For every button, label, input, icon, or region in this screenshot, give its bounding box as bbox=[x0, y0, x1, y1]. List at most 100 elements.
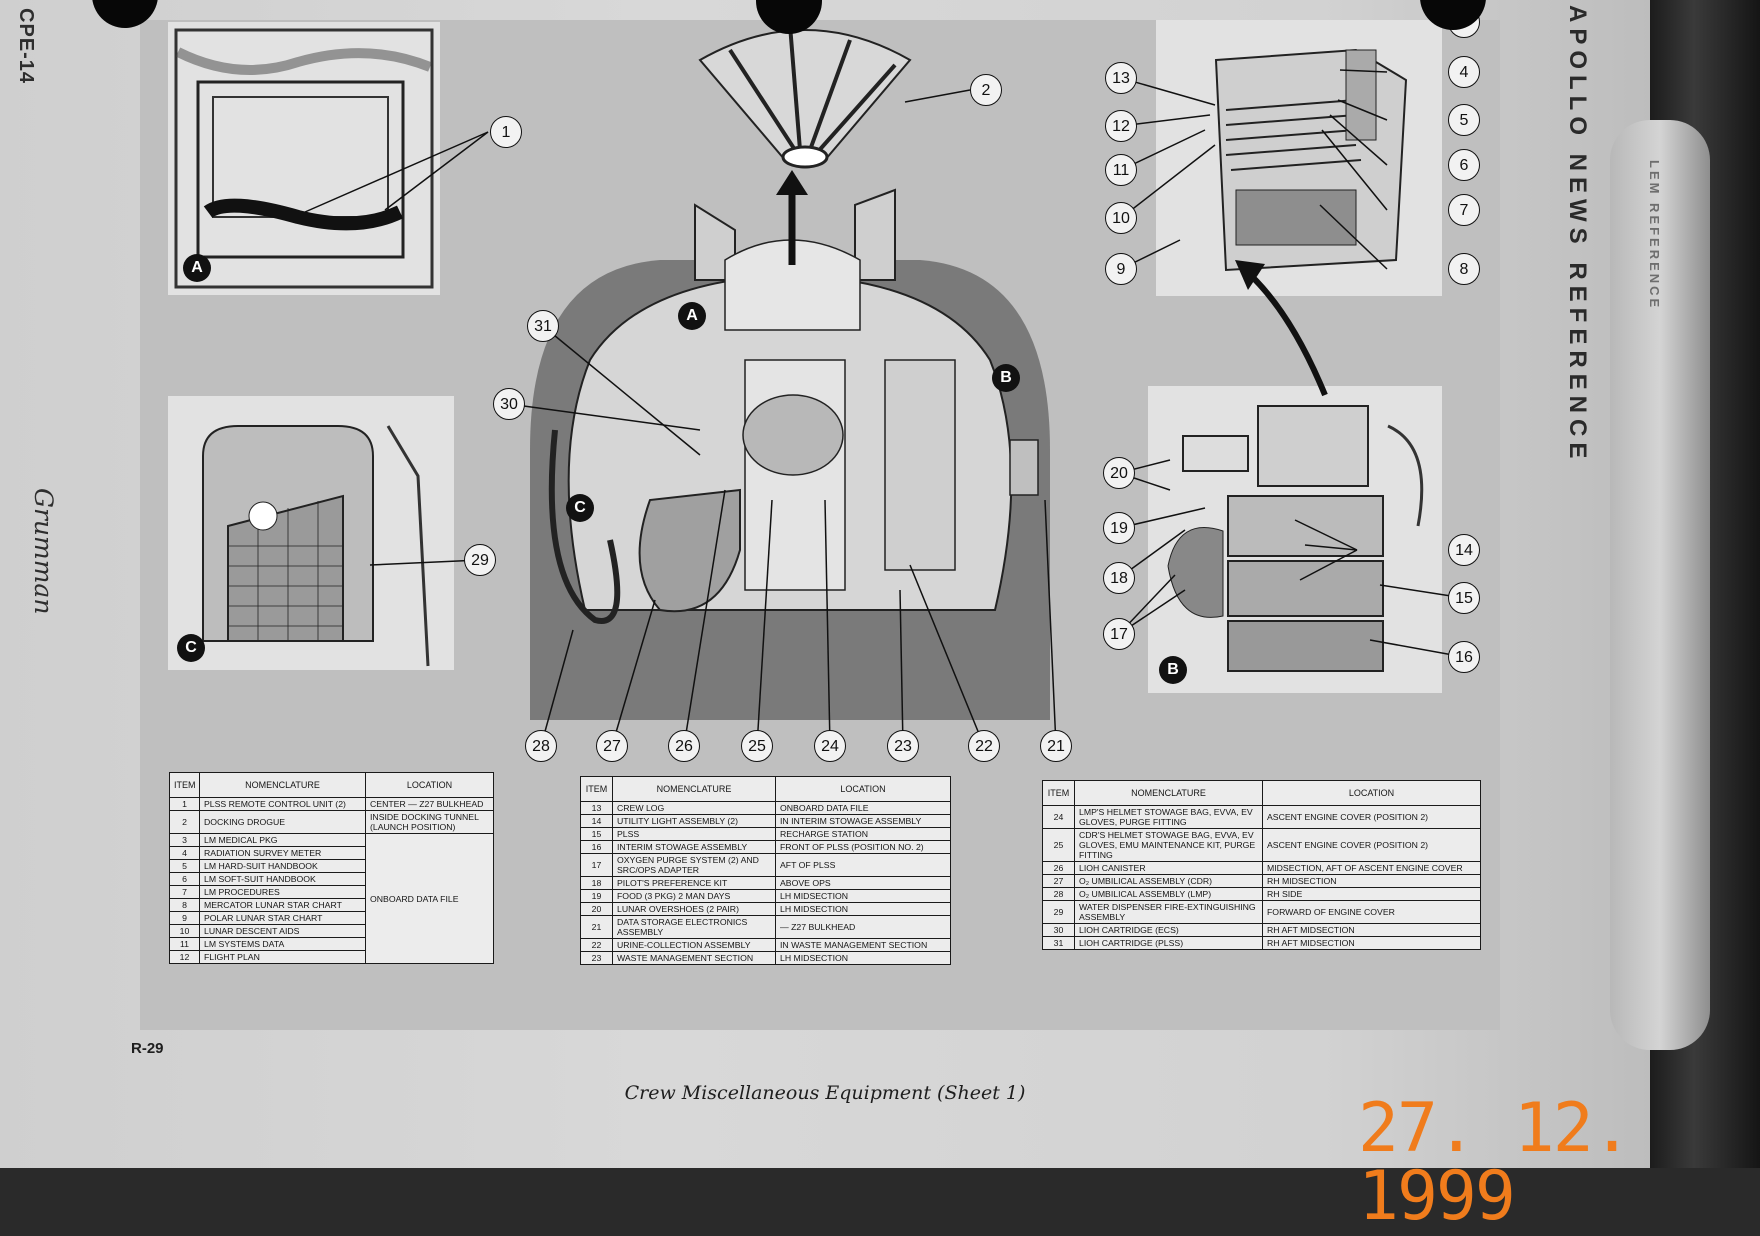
merged-location: ONBOARD DATA FILE bbox=[365, 833, 494, 964]
item-number: 31 bbox=[1042, 936, 1075, 950]
column-header: LOCATION bbox=[365, 772, 494, 798]
location: FRONT OF PLSS (POSITION NO. 2) bbox=[775, 840, 951, 854]
nomenclature: LIOH CARTRIDGE (PLSS) bbox=[1074, 936, 1263, 950]
item-number: 13 bbox=[580, 801, 613, 815]
item-number: 17 bbox=[580, 853, 613, 877]
item-number: 9 bbox=[169, 911, 200, 925]
manual-page: CPE-14 APOLLO NEWS REFERENCE Grumman bbox=[0, 0, 1650, 1168]
date-stamp: 27. 12. 1999 bbox=[1358, 1089, 1633, 1236]
item-number: 7 bbox=[169, 885, 200, 899]
nomenclature: RADIATION SURVEY METER bbox=[199, 846, 366, 860]
location: ASCENT ENGINE COVER (POSITION 2) bbox=[1262, 805, 1481, 829]
location: LH MIDSECTION bbox=[775, 889, 951, 903]
item-number: 8 bbox=[169, 898, 200, 912]
nomenclature: LM SOFT-SUIT HANDBOOK bbox=[199, 872, 366, 886]
item-number: 23 bbox=[580, 951, 613, 965]
callout-27: 27 bbox=[596, 730, 628, 762]
nomenclature: UTILITY LIGHT ASSEMBLY (2) bbox=[612, 814, 776, 828]
callout-15: 15 bbox=[1448, 582, 1480, 614]
location: ONBOARD DATA FILE bbox=[775, 801, 951, 815]
location: MIDSECTION, AFT OF ASCENT ENGINE COVER bbox=[1262, 861, 1481, 875]
callout-22: 22 bbox=[968, 730, 1000, 762]
item-number: 30 bbox=[1042, 923, 1075, 937]
item-number: 24 bbox=[1042, 805, 1075, 829]
column-header: ITEM bbox=[169, 772, 200, 798]
location: RH SIDE bbox=[1262, 887, 1481, 901]
view-letter-a-pointer: A bbox=[678, 302, 706, 330]
location: RH AFT MIDSECTION bbox=[1262, 936, 1481, 950]
item-number: 6 bbox=[169, 872, 200, 886]
nomenclature: LM MEDICAL PKG bbox=[199, 833, 366, 847]
view-a-drawing bbox=[174, 28, 434, 289]
document-code: CPE-14 bbox=[15, 8, 37, 85]
item-number: 25 bbox=[1042, 828, 1075, 862]
nomenclature: LM PROCEDURES bbox=[199, 885, 366, 899]
callout-12: 12 bbox=[1105, 110, 1137, 142]
callout-6: 6 bbox=[1448, 149, 1480, 181]
location: FORWARD OF ENGINE COVER bbox=[1262, 900, 1481, 924]
nomenclature: LUNAR DESCENT AIDS bbox=[199, 924, 366, 938]
column-header: LOCATION bbox=[1262, 780, 1481, 806]
callout-leaders bbox=[304, 69, 1465, 747]
callout-1: 1 bbox=[490, 116, 522, 148]
nomenclature: O₂ UMBILICAL ASSEMBLY (CDR) bbox=[1074, 874, 1263, 888]
item-number: 3 bbox=[169, 833, 200, 847]
location: CENTER — Z27 BULKHEAD bbox=[365, 797, 494, 811]
location: ABOVE OPS bbox=[775, 876, 951, 890]
figure-caption: Crew Miscellaneous Equipment (Sheet 1) bbox=[624, 1082, 1026, 1104]
view-letter-b-inset: B bbox=[1159, 656, 1187, 684]
nomenclature: FOOD (3 PKG) 2 MAN DAYS bbox=[612, 889, 776, 903]
callout-20: 20 bbox=[1103, 457, 1135, 489]
view-letter-c-inset: C bbox=[177, 634, 205, 662]
callout-9: 9 bbox=[1105, 253, 1137, 285]
item-number: 11 bbox=[169, 937, 200, 951]
table-header-row: ITEM NOMENCLATURE LOCATION bbox=[580, 776, 951, 802]
item-number: 15 bbox=[580, 827, 613, 841]
nomenclature: OXYGEN PURGE SYSTEM (2) AND SRC/OPS ADAP… bbox=[612, 853, 776, 877]
nomenclature: DOCKING DROGUE bbox=[199, 810, 366, 834]
callout-26: 26 bbox=[668, 730, 700, 762]
callout-19: 19 bbox=[1103, 512, 1135, 544]
callout-31: 31 bbox=[527, 310, 559, 342]
item-number: 27 bbox=[1042, 874, 1075, 888]
nomenclature: WATER DISPENSER FIRE-EXTINGUISHING ASSEM… bbox=[1074, 900, 1263, 924]
stowage-bag-drawing bbox=[1214, 48, 1408, 272]
nomenclature: LM HARD-SUIT HANDBOOK bbox=[199, 859, 366, 873]
page-number: R-29 bbox=[131, 1040, 164, 1057]
callout-7: 7 bbox=[1448, 194, 1480, 226]
callout-21: 21 bbox=[1040, 730, 1072, 762]
callout-13: 13 bbox=[1105, 62, 1137, 94]
column-header: LOCATION bbox=[775, 776, 951, 802]
view-c-inset bbox=[168, 396, 454, 670]
nomenclature: LMP'S HELMET STOWAGE BAG, EVVA, EV GLOVE… bbox=[1074, 805, 1263, 829]
nomenclature: PLSS REMOTE CONTROL UNIT (2) bbox=[199, 797, 366, 811]
item-number: 10 bbox=[169, 924, 200, 938]
binder-spine-label: LEM REFERENCE bbox=[1647, 160, 1662, 311]
item-number: 22 bbox=[580, 938, 613, 952]
location: LH MIDSECTION bbox=[775, 902, 951, 916]
view-c-drawing bbox=[202, 425, 430, 667]
nomenclature: O₂ UMBILICAL ASSEMBLY (LMP) bbox=[1074, 887, 1263, 901]
item-number: 28 bbox=[1042, 887, 1075, 901]
callout-24: 24 bbox=[814, 730, 846, 762]
callout-18: 18 bbox=[1103, 562, 1135, 594]
location: INSIDE DOCKING TUNNEL (LAUNCH POSITION) bbox=[365, 810, 494, 834]
nomenclature: LIOH CARTRIDGE (ECS) bbox=[1074, 923, 1263, 937]
location: RECHARGE STATION bbox=[775, 827, 951, 841]
